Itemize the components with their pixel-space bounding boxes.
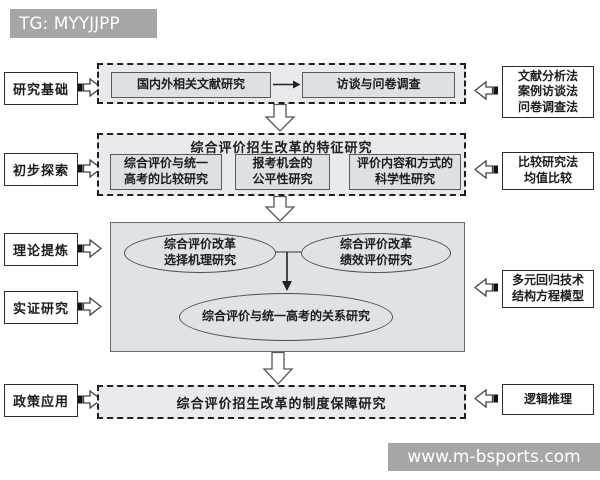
stage-box-empirical: 实证研究 xyxy=(4,291,78,324)
literature-research-box: 国内外相关文献研究 xyxy=(111,72,271,98)
institutional-guarantee-label: 综合评价招生改革的制度保障研究 xyxy=(176,396,387,412)
ellipse-line: 综合评价与统一高考的关系研究 xyxy=(201,309,370,324)
method-line: 多元回归技术 xyxy=(511,273,584,288)
box-line: 公平性研究 xyxy=(252,172,313,186)
method-line: 问卷调查法 xyxy=(517,99,578,114)
ellipse-line: 综合评价改革 xyxy=(339,237,412,252)
box-line: 高考的比较研究 xyxy=(123,172,208,186)
stage-box-exploration: 初步探索 xyxy=(4,153,78,186)
block-arrow-right-icon xyxy=(78,296,102,317)
row1-dashed-panel: 国内外相关文献研究 访谈与问卷调查 xyxy=(97,63,466,104)
method-box-row4: 逻辑推理 xyxy=(502,384,594,415)
method-line: 文献分析法 xyxy=(517,68,578,83)
watermark-bottom: www.m-bsports.com xyxy=(388,443,600,471)
method-box-row1: 文献分析法 案例访谈法 问卷调查法 xyxy=(502,66,594,118)
stage-label: 初步探索 xyxy=(12,164,69,179)
block-arrow-down-icon xyxy=(264,196,296,222)
method-line: 均值比较 xyxy=(523,171,572,185)
method-line: 逻辑推理 xyxy=(523,391,572,406)
ellipse-line: 绩效评价研究 xyxy=(339,253,412,267)
block-arrow-down-icon xyxy=(262,352,294,385)
box-line: 综合评价与统一 xyxy=(123,156,208,171)
ellipse-line: 选择机理研究 xyxy=(163,253,236,267)
stage-label: 理论提炼 xyxy=(12,244,69,259)
block-arrow-right-icon xyxy=(78,389,102,410)
watermark-bottom-text: www.m-bsports.com xyxy=(407,447,581,467)
box-line: 评价内容和方式的 xyxy=(356,156,453,171)
row2-title: 综合评价招生改革的特征研究 xyxy=(190,141,373,156)
relationship-research-ellipse: 综合评价与统一高考的关系研究 xyxy=(179,293,393,341)
block-arrow-left-icon xyxy=(474,159,498,180)
stage-box-policy: 政策应用 xyxy=(4,384,78,417)
fairness-research-box: 报考机会的 公平性研究 xyxy=(235,154,330,190)
method-line: 比较研究法 xyxy=(517,155,578,170)
box-line: 报考机会的 xyxy=(252,156,313,171)
stage-label: 研究基础 xyxy=(12,83,69,98)
survey-box: 访谈与问卷调查 xyxy=(302,72,455,98)
box-label: 访谈与问卷调查 xyxy=(336,77,421,92)
block-arrow-left-icon xyxy=(474,388,498,409)
theory-empirical-panel: 综合评价改革 选择机理研究 综合评价改革 绩效评价研究 综合评价与统一高考的关系… xyxy=(110,222,465,352)
box-line: 科学性研究 xyxy=(374,172,435,186)
stage-label: 实证研究 xyxy=(12,302,69,317)
block-arrow-right-icon xyxy=(78,77,102,98)
watermark-top: TG: MYYJJPP xyxy=(10,9,157,38)
block-arrow-left-icon xyxy=(474,277,498,298)
method-line: 案例访谈法 xyxy=(517,84,578,99)
stage-box-foundation: 研究基础 xyxy=(4,72,78,105)
comparison-research-box: 综合评价与统一 高考的比较研究 xyxy=(110,154,222,190)
method-line: 结构方程模型 xyxy=(511,289,584,303)
thin-arrow-right-icon xyxy=(273,80,301,89)
block-arrow-down-icon xyxy=(264,104,296,132)
performance-evaluation-ellipse: 综合评价改革 绩效评价研究 xyxy=(301,233,451,273)
selection-mechanism-ellipse: 综合评价改革 选择机理研究 xyxy=(124,233,276,273)
block-arrow-right-icon xyxy=(78,238,102,259)
block-arrow-left-icon xyxy=(474,80,498,101)
watermark-top-text: TG: MYYJJPP xyxy=(19,13,120,34)
method-box-row2: 比较研究法 均值比较 xyxy=(502,152,594,190)
row4-dashed-panel: 综合评价招生改革的制度保障研究 xyxy=(97,385,466,419)
row2-dashed-panel: 综合评价招生改革的特征研究 综合评价与统一 高考的比较研究 报考机会的 公平性研… xyxy=(97,133,466,196)
method-box-row3: 多元回归技术 结构方程模型 xyxy=(502,270,594,308)
scientific-research-box: 评价内容和方式的 科学性研究 xyxy=(349,154,461,190)
stage-label: 政策应用 xyxy=(12,395,69,410)
ellipse-line: 综合评价改革 xyxy=(163,237,236,252)
block-arrow-right-icon xyxy=(78,158,102,179)
box-label: 国内外相关文献研究 xyxy=(136,77,245,92)
ellipse-connector-arrow-icon xyxy=(274,251,301,291)
stage-box-theory: 理论提炼 xyxy=(4,233,78,266)
